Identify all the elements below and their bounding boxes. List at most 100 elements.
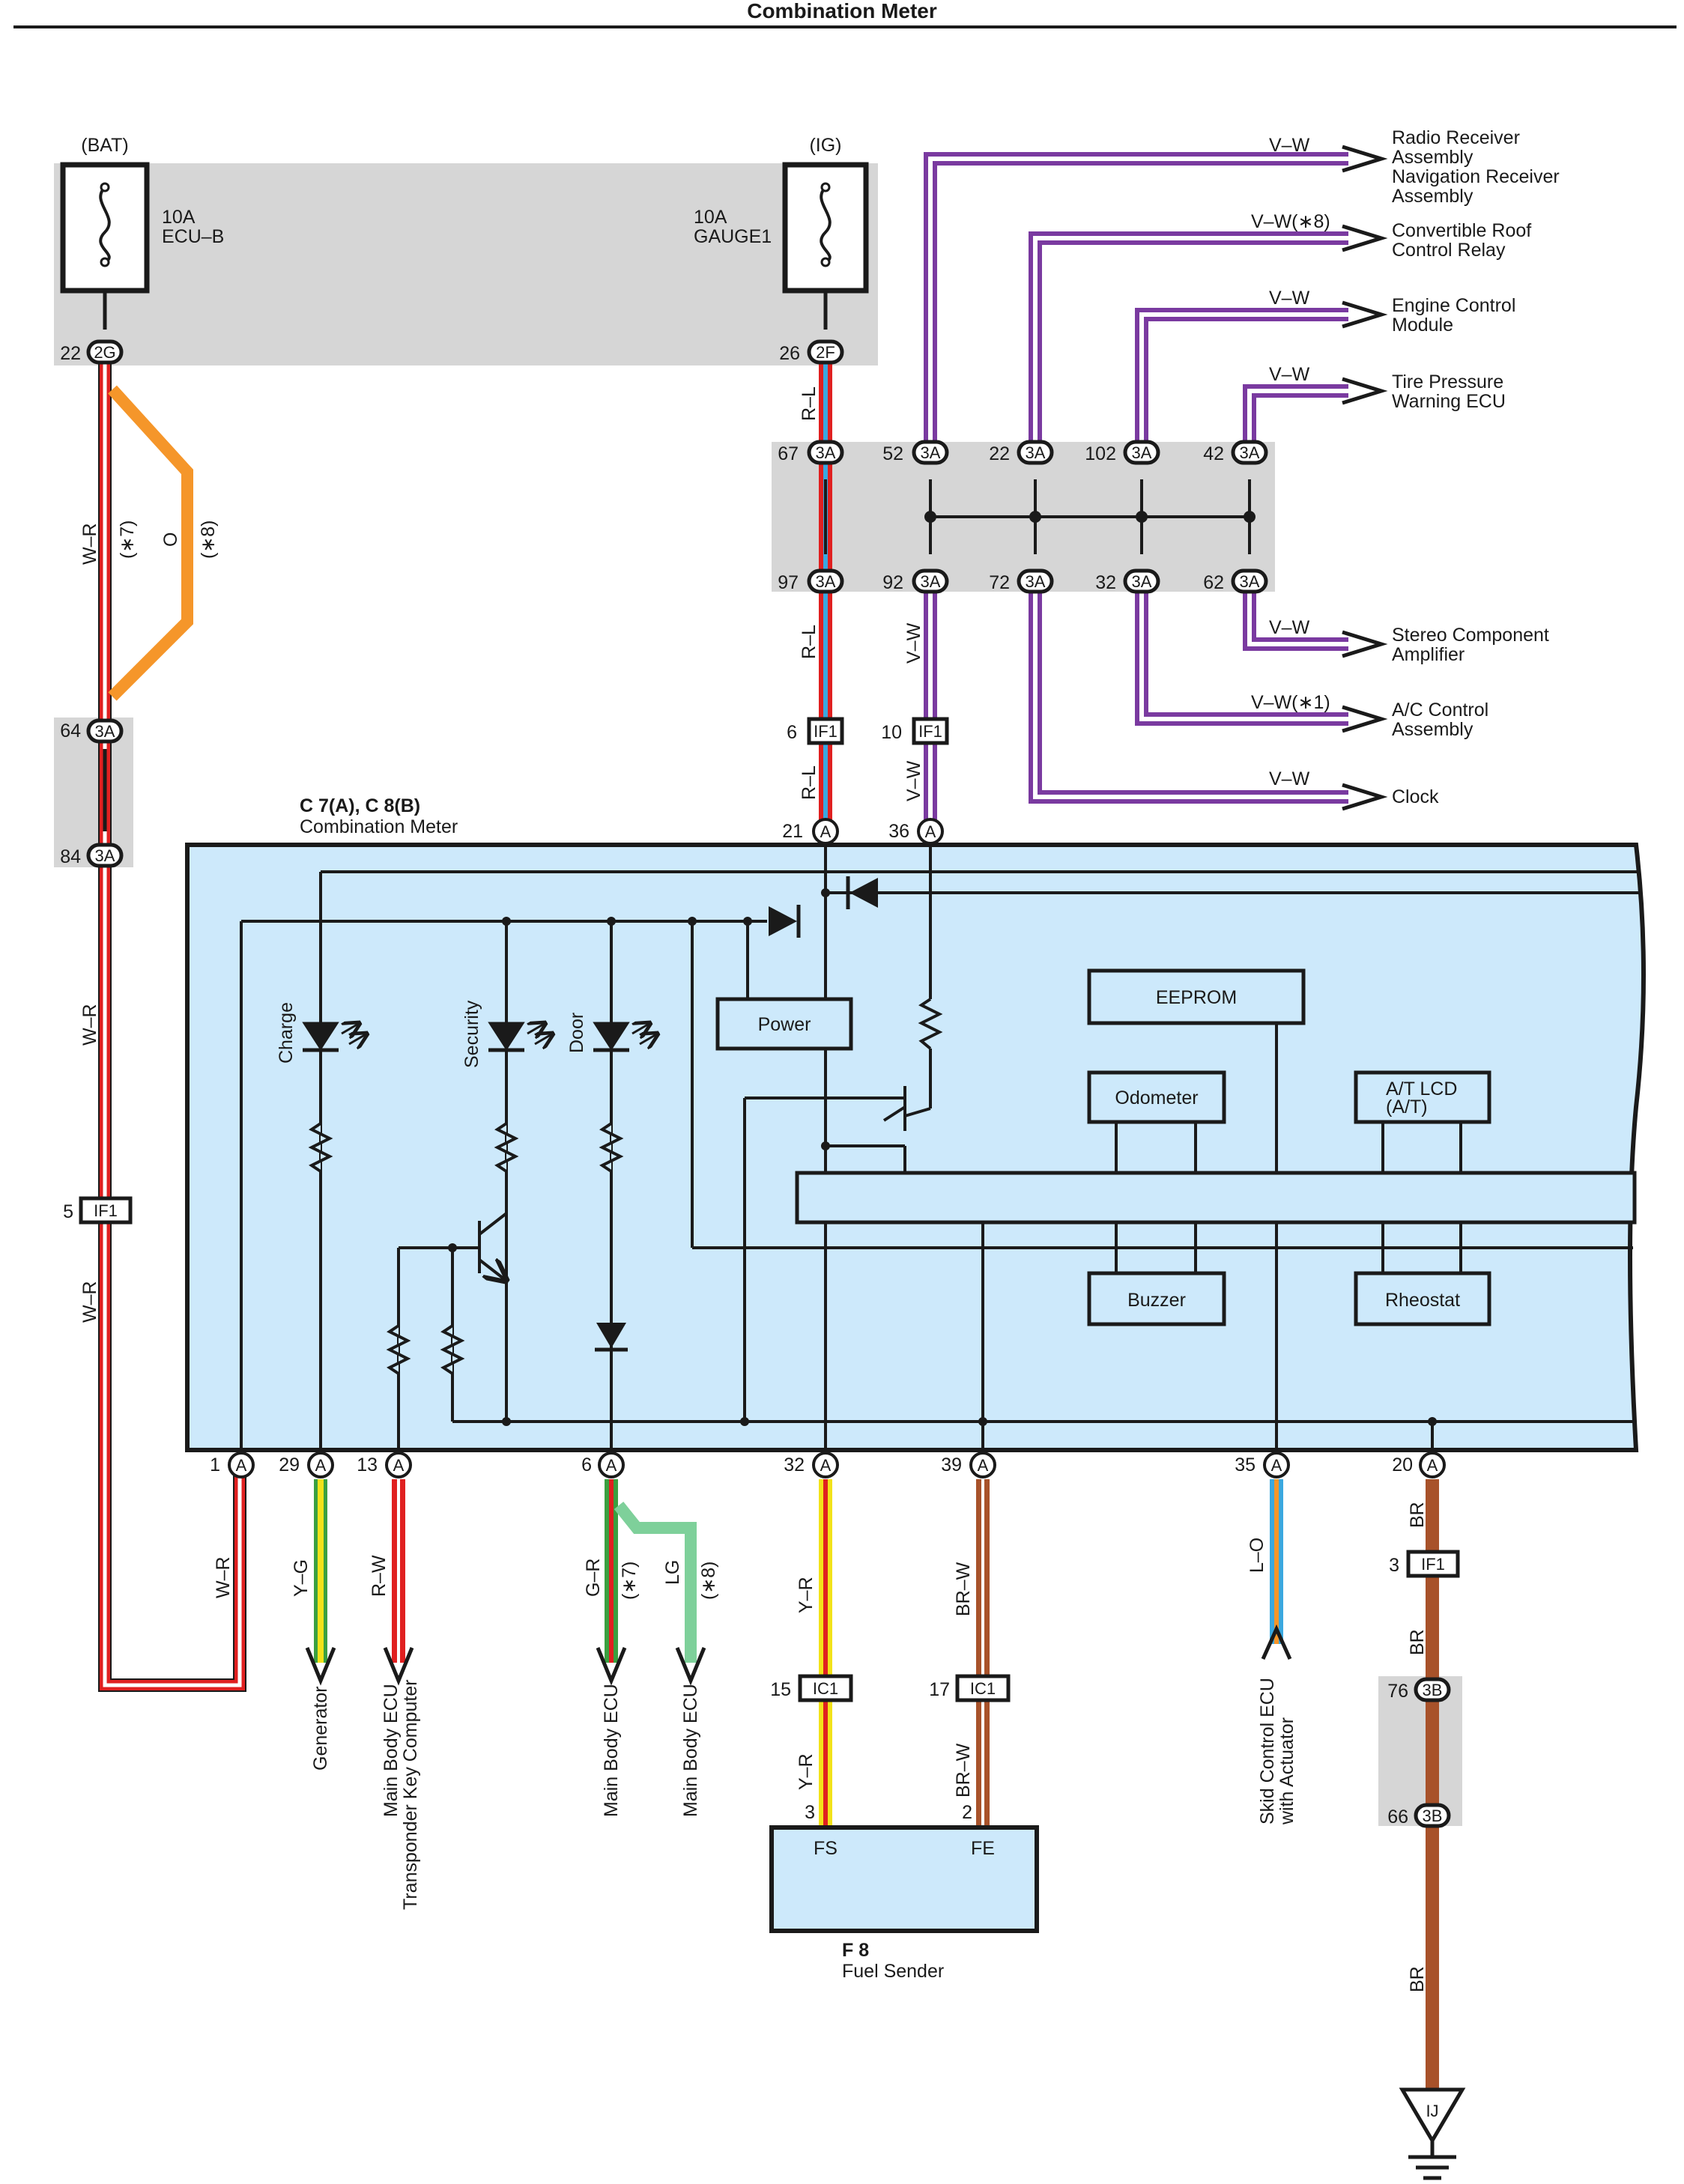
dest-ac-1: A/C Control [1392,700,1488,721]
fuel-sender-box [769,1825,1039,1933]
at-lcd-block [1354,1070,1491,1124]
meter-pin-circles [228,818,1446,1478]
wire-w-r-left [98,360,246,1692]
odometer-label: Odometer [1115,1088,1198,1108]
pin-6: 6 [787,722,797,743]
wire-label-yg: Y–G [291,1559,312,1597]
dest-radio-3: Navigation Receiver [1392,166,1560,187]
dest-stereo-1: Stereo Component [1392,625,1549,646]
wire-orange-o [108,385,193,701]
pin-b13: 13 [357,1455,378,1475]
pin-67: 67 [778,443,799,464]
fuse-band [54,163,878,365]
wire-label-rl-3: R–L [799,765,820,800]
dest-generator: Generator [310,1686,331,1771]
transistor-security [478,1212,506,1281]
pin-84: 84 [60,846,81,867]
conn-3A-52: 3A [921,443,941,462]
dest-clock: Clock [1392,786,1439,807]
wire-v-w-bus [924,152,1348,830]
conn-A-1: A [236,1456,247,1475]
diode-power [769,905,801,938]
dest-tire-2: Warning ECU [1392,391,1506,412]
pin-17: 17 [929,1679,950,1700]
wire-label-lo: L–O [1247,1538,1267,1573]
door-label: Door [566,1013,587,1053]
wire-label-lg: LG [662,1560,683,1585]
buzzer-label: Buzzer [1127,1290,1186,1311]
wire-label-br-3: BR [1407,1966,1428,1992]
pin-b32: 32 [784,1455,805,1475]
power-block [715,997,853,1051]
meter-internal-lines [240,846,1641,1465]
pin-62: 62 [1203,572,1224,593]
conn-3A-72: 3A [1026,572,1046,591]
wire-label-s7-1: (∗7) [117,520,138,559]
conn-A-13: A [393,1456,405,1475]
fuse1-amp: 10A [162,207,196,228]
conn-2F: 2F [816,343,835,362]
meter-name: Combination Meter [300,816,458,837]
pin-32: 32 [1095,572,1116,593]
odometer-block [1087,1070,1226,1124]
conn-3A-62: 3A [1240,572,1260,591]
pin-52: 52 [882,443,903,464]
wire-label-vw-ecm: V–W [1269,288,1310,309]
conn-3B-76: 3B [1423,1681,1443,1699]
dest-stereo-2: Amplifier [1392,644,1465,665]
fuel-fe-label: FE [971,1838,995,1859]
destination-labels: Radio Receiver Assembly Navigation Recei… [310,127,1560,1910]
dest-tire-1: Tire Pressure [1392,371,1503,392]
splice-3A-left-band [54,718,133,867]
wire-label-s7-2: (∗7) [619,1561,640,1600]
dest-radio-4: Assembly [1392,186,1474,207]
wire-label-rl-1: R–L [799,386,820,421]
conn-3A-32: 3A [1132,572,1152,591]
fuel-sender-id: F 8 [842,1940,869,1961]
dest-mbecu-3: Main Body ECU [680,1684,701,1817]
rheostat-block [1354,1271,1491,1326]
conn-A-6: A [606,1456,617,1475]
dest-skid-1: Skid Control ECU [1257,1678,1278,1824]
wire-label-br-1: BR [1407,1502,1428,1528]
conn-A-39: A [978,1456,989,1475]
pin-2: 2 [962,1802,972,1823]
dest-mbecu: Main Body ECU [381,1684,402,1817]
pin-22: 22 [60,343,81,364]
connector-pills [86,339,1451,1828]
wire-label-s8-1: (∗8) [198,520,219,559]
conn-A-35: A [1271,1456,1282,1475]
diode-ig [846,876,878,909]
pin-5: 5 [63,1201,73,1222]
pin-10: 10 [881,722,902,743]
pin-b35: 35 [1235,1455,1256,1475]
conn-IF1-5: IF1 [94,1201,118,1220]
conn-A-36: A [925,822,936,841]
wire-label-yr-2: Y–R [796,1753,817,1790]
pin-66: 66 [1387,1807,1408,1827]
ground-symbol [1399,2087,1466,2180]
wire-label-o: O [160,533,181,547]
connector-texts: 2G 2F 3A 3A 3A 3A 3A 3A 3A 3A 3A 3A 3A 3… [94,343,1445,1825]
conn-3A-92: 3A [921,572,941,591]
dest-ecm-2: Module [1392,315,1453,336]
pin-72: 72 [989,572,1010,593]
page-title: Combination Meter [747,0,937,22]
diode-door [595,1323,628,1352]
pin-3r: 3 [1389,1555,1399,1576]
pin-b1: 1 [210,1455,220,1475]
wire-label-wr-1: W–R [79,523,100,565]
wire-label-rl-2: R–L [799,625,820,659]
fuse1-name: ECU–B [162,226,224,247]
bat-label: (BAT) [81,135,128,156]
transistor-power [876,1086,931,1131]
wire-label-vw-radio: V–W [1269,135,1310,156]
wire-labels: W–R (∗7) O (∗8) W–R W–R W–R R–L R–L R–L … [79,135,1428,1992]
wire-label-vw-2: V–W [903,760,924,801]
wire-label-vw-1: V–W [903,622,924,664]
security-label: Security [461,1000,482,1068]
violet-arrowheads [1342,145,1388,811]
pin-b29: 29 [279,1455,300,1475]
pin-b39: 39 [941,1455,962,1475]
conn-IC1-15: IC1 [813,1679,838,1698]
